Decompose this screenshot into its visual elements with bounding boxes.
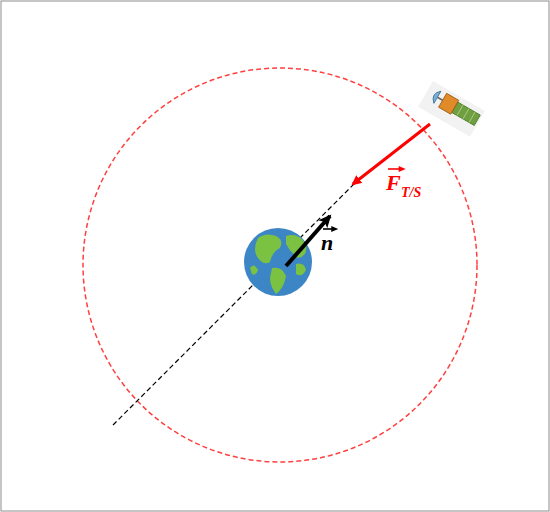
unit-vector-symbol: n (321, 232, 333, 254)
force-symbol: F (386, 172, 401, 194)
satellite (418, 81, 485, 137)
vector-arrow-mark (387, 165, 408, 173)
orbit (83, 68, 477, 462)
vector-arrow-mark (322, 225, 340, 233)
axis-line (113, 182, 356, 425)
earth (244, 228, 312, 296)
force-subscript: T/S (401, 186, 421, 200)
